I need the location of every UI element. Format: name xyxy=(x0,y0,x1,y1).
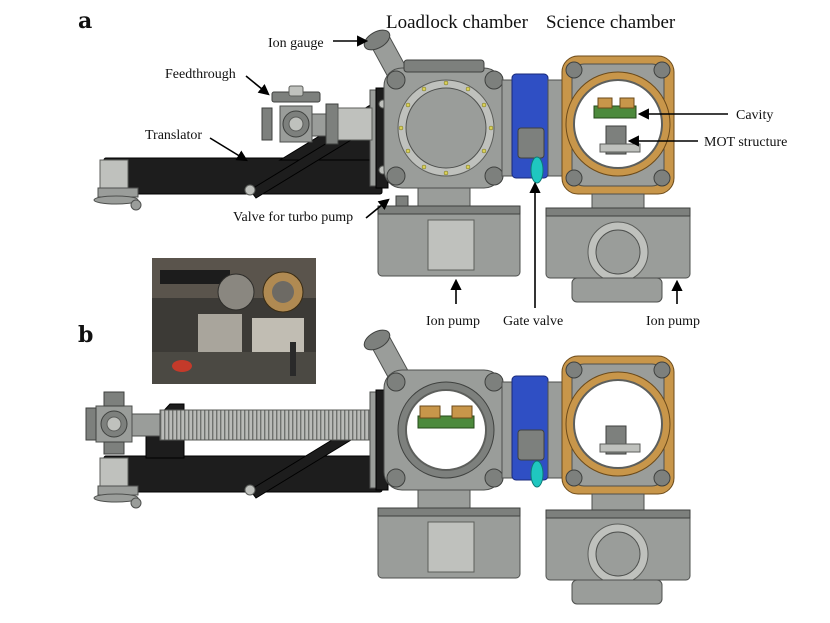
panel-label-a: a xyxy=(78,8,92,34)
mot-structure-a xyxy=(599,125,641,155)
loadlock-chamber-b xyxy=(383,369,504,511)
ion-pump-right-a xyxy=(545,207,691,303)
lab-photo-inset xyxy=(152,258,316,384)
label-valve-turbo-pump: Valve for turbo pump xyxy=(233,210,353,225)
translator-a xyxy=(93,87,389,211)
feedthrough-b xyxy=(85,391,161,455)
ion-pump-left-b xyxy=(377,507,521,579)
gate-valve-b xyxy=(501,375,563,488)
apparatus-b xyxy=(85,329,691,605)
panel-label-b: b xyxy=(78,322,93,348)
apparatus-a xyxy=(93,29,691,303)
label-feedthrough: Feedthrough xyxy=(165,67,236,82)
header-science-chamber: Science chamber xyxy=(546,12,676,33)
science-chamber-a xyxy=(561,55,675,213)
science-chamber-b xyxy=(561,355,675,513)
label-mot-structure: MOT structure xyxy=(704,135,787,150)
loadlock-chamber-a xyxy=(383,59,504,209)
loadlock-bolt-ring-a xyxy=(398,80,494,176)
label-ion-gauge: Ion gauge xyxy=(268,36,324,51)
mot-structure-b xyxy=(599,425,641,455)
translator-b xyxy=(93,389,389,509)
cavity-b xyxy=(417,405,475,429)
ion-pump-right-b xyxy=(545,509,691,605)
label-ion-pump-left: Ion pump xyxy=(426,314,480,329)
bellows-b xyxy=(159,409,371,441)
feedthrough-a xyxy=(261,85,373,145)
cavity-a xyxy=(593,97,637,119)
label-cavity: Cavity xyxy=(736,108,773,123)
label-ion-pump-right: Ion pump xyxy=(646,314,700,329)
header-loadlock-chamber: Loadlock chamber xyxy=(386,12,529,33)
label-gate-valve: Gate valve xyxy=(503,314,563,329)
ion-pump-left-a xyxy=(377,195,521,277)
annotations-a: Ion gauge Feedthrough Translator Cavity … xyxy=(145,35,787,329)
label-translator: Translator xyxy=(145,128,202,143)
gate-valve-a xyxy=(501,73,563,184)
